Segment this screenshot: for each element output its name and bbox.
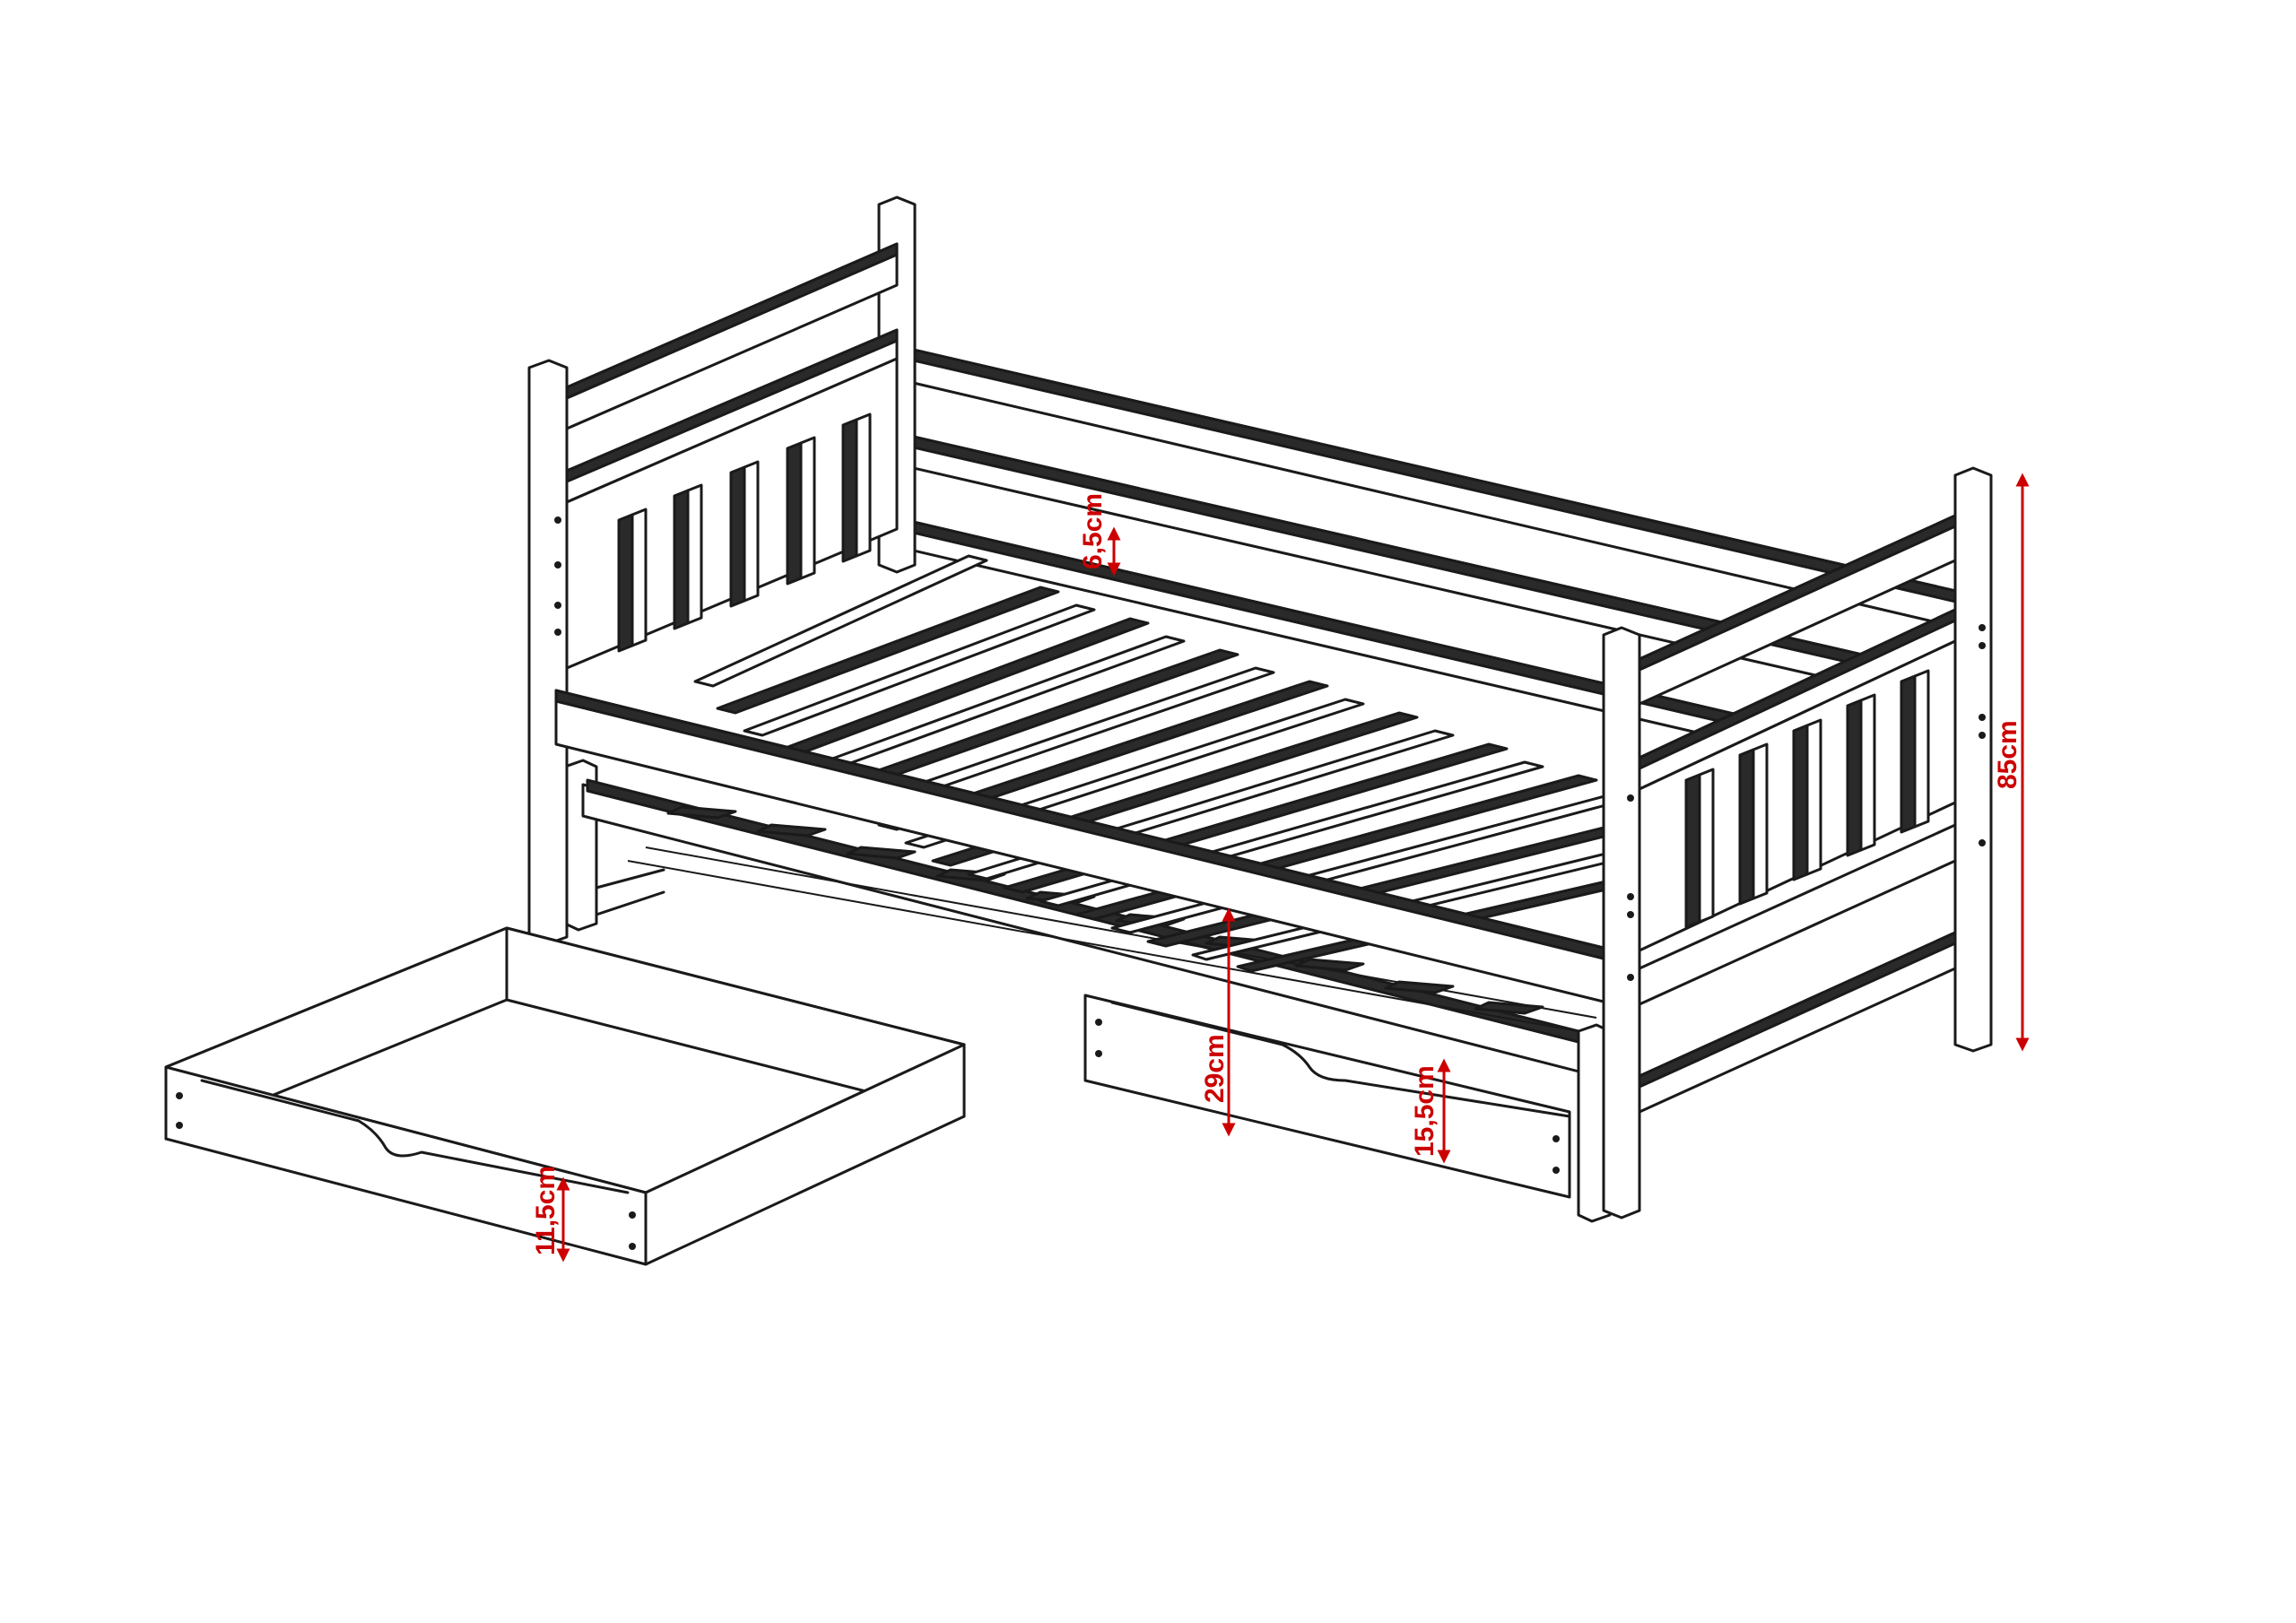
trundle-bed-frame xyxy=(563,759,1612,1223)
right-footboard xyxy=(1602,466,1993,1219)
main-bed-frame xyxy=(527,195,1993,1219)
drawer-handle-cutout xyxy=(1110,1001,1571,1118)
loose-drawer xyxy=(164,926,966,1266)
footboard-back-post xyxy=(1953,466,1993,1053)
left-headboard xyxy=(527,195,917,945)
drawer-front-height-label: 15,5cm xyxy=(1410,1065,1439,1157)
headboard-front-post xyxy=(527,359,569,945)
dimension-annotations: 85cm 29cm 15,5cm 11,5cm 6,5cm xyxy=(531,473,2030,1263)
footboard-spindles xyxy=(1684,669,1930,929)
total-height-label: 85cm xyxy=(1993,720,2022,789)
loose-drawer-right-wall xyxy=(644,1043,966,1266)
mattress-slats xyxy=(693,554,1701,973)
footboard-front-post xyxy=(1602,626,1641,1219)
headboard-spindles xyxy=(617,412,872,653)
loose-drawer-height-label: 11,5cm xyxy=(531,1166,561,1255)
loose-drawer-handle xyxy=(200,1079,630,1194)
trundle-right-post xyxy=(1577,1023,1612,1223)
slat-width-label: 6,5cm xyxy=(1078,493,1108,569)
lower-bed-height-label: 29cm xyxy=(1200,1034,1230,1103)
